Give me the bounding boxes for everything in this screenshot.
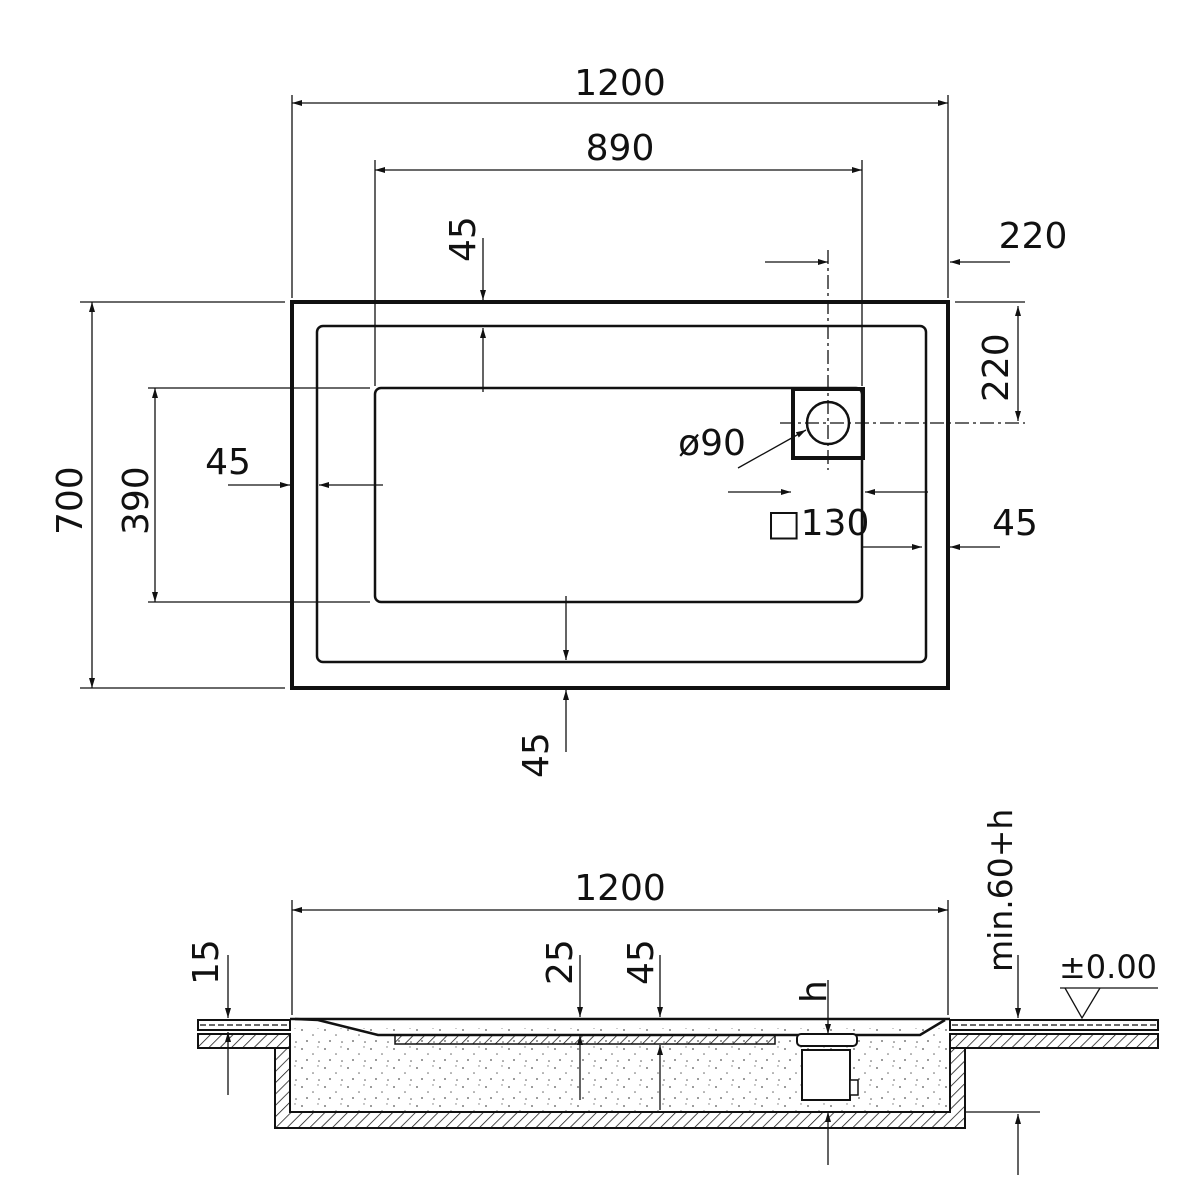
tray-base (394, 1034, 776, 1045)
section-view: 1200 15 25 45 h min.60+h ±0.00 (186, 809, 1159, 1175)
plan-view: 1200 890 45 220 220 700 390 45 ø90 □130 (50, 63, 1067, 778)
dim-overall-width: 700 (50, 466, 91, 535)
dim-basin-length: 890 (586, 128, 655, 169)
dim-surface-depth: 25 (540, 939, 581, 985)
dim-rim-left: 45 (205, 442, 251, 483)
drain-outlet (849, 1079, 859, 1096)
tray-basin (373, 386, 864, 604)
leader-line (737, 429, 807, 469)
drain-square (791, 387, 865, 460)
dim-drain-square: □130 (767, 503, 870, 544)
dim-drain-offset-y: 220 (976, 333, 1017, 402)
dim-drain-height: h (794, 980, 835, 1003)
dim-rim-right: 45 (992, 503, 1038, 544)
level-marker-icon (1064, 987, 1101, 1020)
dim-total-depth: 45 (621, 939, 662, 985)
dim-section-length: 1200 (574, 868, 666, 909)
dim-rim-bottom: 45 (516, 732, 557, 778)
dim-basin-width: 390 (116, 466, 157, 535)
dim-drain-offset-x: 220 (999, 216, 1068, 257)
drain-trap (801, 1049, 851, 1101)
drain-flange (796, 1033, 858, 1047)
floor-tile-left (197, 1019, 291, 1031)
tray-outline (290, 300, 950, 690)
dim-edge-thickness: 15 (186, 939, 227, 985)
floor-slab (197, 1033, 1159, 1129)
dim-min-height: min.60+h (981, 809, 1020, 972)
dim-overall-length: 1200 (574, 63, 666, 104)
tray-profile (294, 1017, 946, 1037)
dim-drain-diameter: ø90 (678, 423, 746, 464)
floor-level-label: ±0.00 (1059, 948, 1157, 986)
dim-rim-top: 45 (443, 216, 484, 262)
tray-rim (315, 324, 928, 664)
